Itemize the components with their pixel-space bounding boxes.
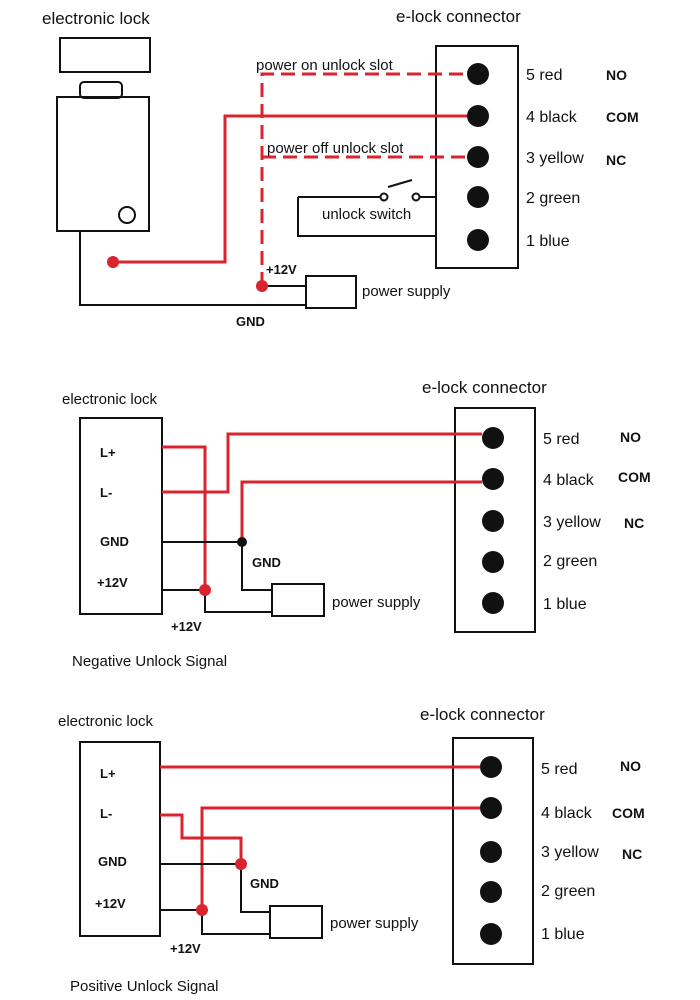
pin-label-4: 4 black xyxy=(541,805,593,822)
connector-pins xyxy=(482,427,504,614)
power-supply-box xyxy=(305,275,357,309)
pin-label-3: 3 yellow xyxy=(541,844,599,861)
power-supply-label: power supply xyxy=(330,915,419,932)
power-supply-label: power supply xyxy=(362,283,451,300)
pin-label-1: 1 blue xyxy=(541,926,585,943)
gnd-label: GND xyxy=(236,314,265,329)
pin-3 xyxy=(482,510,504,532)
pin-3 xyxy=(480,841,502,863)
plus12-junction-dot xyxy=(196,904,208,916)
pin-code-no: NO xyxy=(606,67,627,83)
terminal-plus12: +12V xyxy=(95,896,126,911)
caption: Positive Unlock Signal xyxy=(70,978,218,995)
annotation-power-on: power on unlock slot xyxy=(256,57,394,74)
pin-code-nc: NC xyxy=(606,152,626,168)
pin-4 xyxy=(467,105,489,127)
black-wires xyxy=(160,863,270,935)
switch-contact-left xyxy=(379,192,389,202)
pin-label-2: 2 green xyxy=(541,883,595,900)
red-wires xyxy=(160,765,480,910)
pin-label-5: 5 red xyxy=(541,761,577,778)
plus12-junction-dot xyxy=(256,280,268,292)
terminal-plus12: +12V xyxy=(97,575,128,590)
pin-label-4: 4 black xyxy=(526,109,578,126)
diagram-3: electronic lock e-lock connector L+ L- G… xyxy=(58,705,645,995)
black-wires xyxy=(79,179,436,306)
pin-5 xyxy=(467,63,489,85)
gnd-junction-dot xyxy=(235,858,247,870)
pin-code-no: NO xyxy=(620,758,641,774)
plus12-label: +12V xyxy=(171,619,202,634)
pin-label-3: 3 yellow xyxy=(526,150,584,167)
lock-title: electronic lock xyxy=(62,391,158,408)
terminal-l-plus: L+ xyxy=(100,766,116,781)
pin-2 xyxy=(480,881,502,903)
annotation-power-off: power off unlock slot xyxy=(267,140,404,157)
pin-5 xyxy=(482,427,504,449)
caption: Negative Unlock Signal xyxy=(72,653,227,670)
pin-label-2: 2 green xyxy=(526,190,580,207)
terminal-l-plus: L+ xyxy=(100,445,116,460)
annotation-unlock-switch: unlock switch xyxy=(322,206,411,223)
electronic-lock-box xyxy=(79,741,161,937)
plus12-label: +12V xyxy=(266,262,297,277)
pin-label-5: 5 red xyxy=(543,431,579,448)
pin-3 xyxy=(467,146,489,168)
pin-code-com: COM xyxy=(606,109,639,125)
pin-label-5: 5 red xyxy=(526,67,562,84)
gnd-junction-dot xyxy=(237,537,247,547)
pin-code-nc: NC xyxy=(622,846,642,862)
connector-title: e-lock connector xyxy=(420,705,545,724)
pin-5 xyxy=(480,756,502,778)
terminal-gnd: GND xyxy=(98,854,127,869)
pin-1 xyxy=(482,592,504,614)
power-supply-label: power supply xyxy=(332,594,421,611)
pin-code-no: NO xyxy=(620,429,641,445)
pin-2 xyxy=(467,186,489,208)
electronic-lock-drawing xyxy=(56,37,151,232)
terminal-l-minus: L- xyxy=(100,485,112,500)
pin-label-1: 1 blue xyxy=(543,596,587,613)
power-supply-box xyxy=(271,583,325,617)
pin-4 xyxy=(482,468,504,490)
red-wires xyxy=(162,432,482,590)
connector-pins xyxy=(467,63,489,251)
plus12-junction-dot xyxy=(199,584,211,596)
lock-terminal-dot xyxy=(107,256,119,268)
terminal-gnd: GND xyxy=(100,534,129,549)
connector-title: e-lock connector xyxy=(396,7,521,26)
red-wires xyxy=(113,72,467,286)
diagram-1: electronic lock e-lock connector 5 red 4… xyxy=(42,7,639,329)
pin-2 xyxy=(482,551,504,573)
pin-label-3: 3 yellow xyxy=(543,514,601,531)
connector-title: e-lock connector xyxy=(422,378,547,397)
lock-title: electronic lock xyxy=(58,713,154,730)
switch-contact-right xyxy=(411,192,421,202)
pin-code-com: COM xyxy=(612,805,645,821)
pin-1 xyxy=(467,229,489,251)
pin-code-com: COM xyxy=(618,469,651,485)
pin-code-nc: NC xyxy=(624,515,644,531)
diagram-2: electronic lock e-lock connector L+ L- G… xyxy=(62,378,651,670)
pin-4 xyxy=(480,797,502,819)
pin-1 xyxy=(480,923,502,945)
pin-label-2: 2 green xyxy=(543,553,597,570)
gnd-label: GND xyxy=(250,876,279,891)
connector-pins xyxy=(480,756,502,945)
terminal-l-minus: L- xyxy=(100,806,112,821)
plus12-label: +12V xyxy=(170,941,201,956)
pin-label-1: 1 blue xyxy=(526,233,570,250)
pin-label-4: 4 black xyxy=(543,472,595,489)
gnd-label: GND xyxy=(252,555,281,570)
power-supply-box xyxy=(269,905,323,939)
lock-title: electronic lock xyxy=(42,9,150,28)
black-wires xyxy=(162,541,272,613)
electronic-lock-box xyxy=(79,417,163,615)
